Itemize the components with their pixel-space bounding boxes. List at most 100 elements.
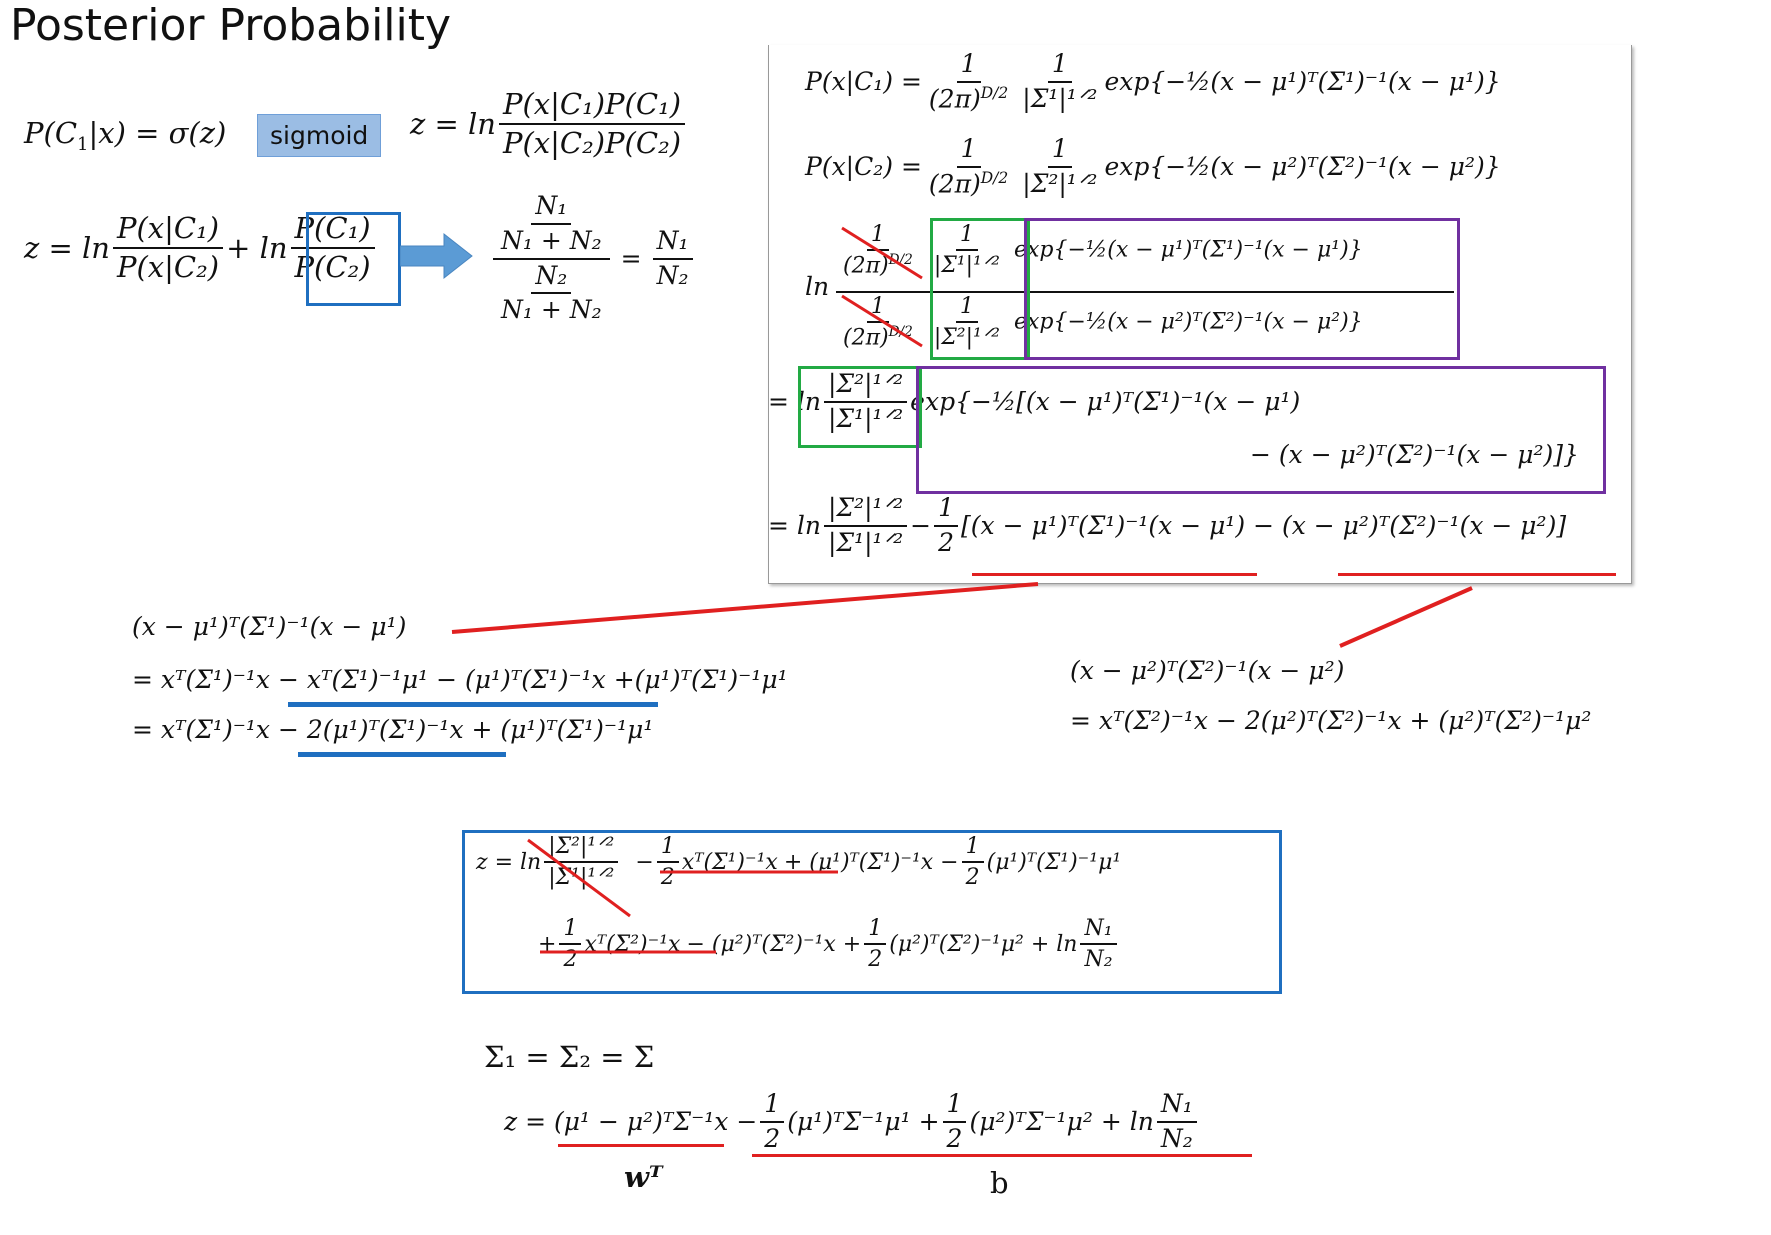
box-det1: |Σ¹|¹ᐟ²: [548, 865, 615, 891]
z-split-label: z = ln: [24, 231, 110, 266]
px-c2-label: P(x|C₂) =: [805, 152, 922, 182]
exp-combined-purple-box: [916, 366, 1606, 494]
d-over-2: D/2: [980, 83, 1009, 102]
exp-c1-ratio: exp{−½(x − μ¹)ᵀ(Σ¹)⁻¹(x − μ¹)}: [1013, 237, 1363, 263]
likelihood-ratio-den: P(x|C₂): [116, 250, 220, 285]
z-eq: z = ln: [476, 849, 542, 875]
exp-c2-ratio: exp{−½(x − μ²)ᵀ(Σ²)⁻¹(x − μ²)}: [1013, 309, 1363, 335]
plus-ln: + ln: [226, 231, 288, 266]
two-pi: (2π): [928, 169, 981, 199]
expansion-a-line-1: (x − μ¹)ᵀ(Σ¹)⁻¹(x − μ¹): [132, 612, 407, 641]
det-sigma1: |Σ¹|¹ᐟ²: [933, 253, 1000, 279]
shared-covariance: Σ₁ = Σ₂ = Σ: [484, 1040, 655, 1074]
connector-lines-icon: [451, 582, 1473, 648]
expansion-a-line-3: = xᵀ(Σ¹)⁻¹x − 2(μ¹)ᵀ(Σ¹)⁻¹x + (μ¹)ᵀ(Σ¹)⁻…: [132, 715, 654, 744]
det2-num: |Σ²|¹ᐟ²: [824, 369, 908, 403]
eq-ln-2: = ln: [768, 511, 821, 541]
two-pi: (2π): [843, 253, 889, 279]
n2-bottom: N₂: [531, 261, 572, 295]
exp-combined-2: − (x − μ²)ᵀ(Σ²)⁻¹(x − μ²)]}: [1250, 440, 1579, 469]
z-summary-box: [462, 830, 1282, 994]
page-title: Posterior Probability: [10, 0, 452, 51]
cancel-strike-icon: [841, 226, 923, 348]
gaussian-c1: P(x|C₁) = 1(2π)D/2 1|Σ¹|¹ᐟ² exp{−½(x − μ…: [805, 49, 1501, 114]
d-over-2: D/2: [888, 252, 913, 269]
posterior-lhs: P(C: [24, 116, 78, 150]
weight-label: wᵀ: [624, 1160, 663, 1194]
box-l1-const: (μ¹)ᵀ(Σ¹)⁻¹μ¹: [986, 849, 1122, 875]
z-definition: z = ln P(x|C₁)P(C₁)P(x|C₂)P(C₂): [410, 87, 688, 161]
gaussian-c2: P(x|C₂) = 1(2π)D/2 1|Σ²|¹ᐟ² exp{−½(x − μ…: [805, 134, 1501, 199]
quadratic-bracket: [(x − μ¹)ᵀ(Σ¹)⁻¹(x − μ¹) − (x − μ²)ᵀ(Σ²)…: [961, 511, 1567, 541]
box-det2: |Σ²|¹ᐟ²: [544, 834, 619, 864]
px-c1-label: P(x|C₁) =: [805, 67, 922, 97]
one: 1: [866, 294, 889, 324]
exp-c2: exp{−½(x − μ²)ᵀ(Σ²)⁻¹(x − μ²)}: [1104, 152, 1501, 182]
likelihood-ratio-num: P(x|C₁): [112, 211, 224, 250]
prior-equals: =: [620, 244, 642, 273]
expansion-b-line-1: (x − μ²)ᵀ(Σ²)⁻¹(x − μ²): [1070, 656, 1345, 685]
exp-combined-1: exp{−½[(x − μ¹)ᵀ(Σ¹)⁻¹(x − μ¹): [910, 387, 1301, 417]
two-pi: (2π): [928, 84, 981, 114]
final-n1: N₁: [1156, 1089, 1197, 1123]
det-ratio-green-box: [798, 366, 922, 448]
combined-line: = ln |Σ²|¹ᐟ²|Σ¹|¹ᐟ² exp{−½[(x − μ¹)ᵀ(Σ¹)…: [768, 369, 1301, 434]
one: 1: [1047, 49, 1072, 83]
minus-sign: −: [910, 511, 932, 541]
z-def-numerator: P(x|C₁)P(C₁): [498, 87, 686, 126]
right-arrow-icon: [400, 232, 473, 280]
ratio-denominator-row: 1(2π)D/2 1|Σ²|¹ᐟ² exp{−½(x − μ²)ᵀ(Σ²)⁻¹(…: [836, 294, 1363, 351]
d-over-2: D/2: [980, 168, 1009, 187]
underline-term-2: [1338, 573, 1616, 576]
one: 1: [1047, 134, 1072, 168]
n1-top: N₁: [531, 191, 572, 225]
sigmoid-badge: sigmoid: [257, 114, 382, 157]
bias-label: b: [990, 1166, 1009, 1200]
z-def-denominator: P(x|C₂)P(C₂): [502, 126, 682, 161]
n1n2-top: N₁ + N₂: [501, 225, 602, 255]
eq-ln: = ln: [768, 387, 821, 417]
det1-den-2: |Σ¹|¹ᐟ²: [828, 527, 904, 557]
expansion-b-line-2: = xᵀ(Σ²)⁻¹x − 2(μ²)ᵀ(Σ²)⁻¹x + (μ²)ᵀ(Σ²)⁻…: [1070, 706, 1592, 735]
underline-b: [752, 1154, 1252, 1157]
det-sigma2: |Σ²|¹ᐟ²: [933, 325, 1000, 351]
one: 1: [956, 134, 981, 168]
two-pi: (2π): [843, 325, 889, 351]
posterior-rhs: |x) = σ(z): [88, 116, 227, 150]
prior-ratio-box: [306, 212, 401, 306]
blue-underline-1: [288, 702, 658, 707]
box-l2-const: (μ²)ᵀ(Σ²)⁻¹μ² + ln: [889, 931, 1078, 957]
det-sigma2: |Σ²|¹ᐟ²: [1022, 168, 1098, 198]
z-def-label: z = ln: [410, 107, 496, 142]
final-z-mid: (μ¹)ᵀΣ⁻¹μ¹ +: [787, 1107, 940, 1137]
posterior-equation: P(C1|x) = σ(z): [24, 116, 227, 155]
underline-term-1: [972, 573, 1257, 576]
cancel-strike-icon: [527, 838, 838, 954]
det1-den: |Σ¹|¹ᐟ²: [828, 403, 904, 433]
ln-label: ln: [805, 272, 830, 301]
one: 1: [934, 493, 959, 527]
big-fraction-bar: [836, 291, 1454, 293]
final-z-linear: z = (μ¹ − μ²)ᵀΣ⁻¹x −: [504, 1107, 758, 1137]
ratio-n1: N₁: [652, 226, 693, 260]
derivation-panel: [768, 45, 1632, 584]
exp-purple-box: [1024, 218, 1460, 360]
det-sigma1: |Σ¹|¹ᐟ²: [1022, 83, 1098, 113]
final-z-end: (μ²)ᵀΣ⁻¹μ² + ln: [969, 1107, 1154, 1137]
one: 1: [955, 294, 978, 324]
final-n2: N₂: [1160, 1123, 1193, 1153]
box-n1: N₁: [1080, 916, 1117, 946]
blue-underline-2: [298, 752, 506, 757]
box-n2: N₂: [1084, 947, 1113, 973]
ratio-n2: N₂: [656, 260, 689, 290]
underline-w: [558, 1144, 724, 1147]
one: 1: [956, 49, 981, 83]
exp-c1: exp{−½(x − μ¹)ᵀ(Σ¹)⁻¹(x − μ¹)}: [1104, 67, 1501, 97]
det2-num-2: |Σ²|¹ᐟ²: [824, 493, 908, 527]
expansion-a-line-2: = xᵀ(Σ¹)⁻¹x − xᵀ(Σ¹)⁻¹μ¹ − (μ¹)ᵀ(Σ¹)⁻¹x …: [132, 665, 788, 694]
det-green-box: [930, 218, 1030, 360]
one: 1: [955, 222, 978, 252]
